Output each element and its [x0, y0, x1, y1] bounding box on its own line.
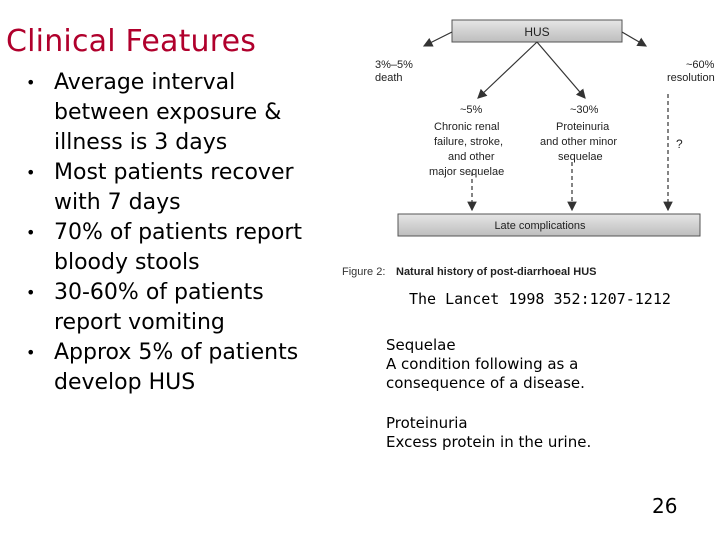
bullet-line: bloody stools: [54, 250, 200, 275]
bullet-item: • 70% of patients report bloody stools: [26, 218, 366, 278]
uncertain-mark: ?: [676, 137, 683, 151]
resolution-percent: ~60%: [686, 59, 715, 71]
renal-line: Chronic renal: [434, 121, 499, 133]
proteinuria-line: Proteinuria: [556, 121, 610, 133]
bullet-item: • Average interval between exposure & il…: [26, 68, 366, 158]
bullet-line: Average interval: [54, 70, 236, 95]
resolution-label: resolution: [667, 72, 715, 84]
proteinuria-line: and other minor: [540, 136, 617, 148]
bullet-dot-icon: •: [26, 283, 36, 302]
arrow-to-renal: [477, 41, 538, 99]
proteinuria-percent: ~30%: [570, 104, 599, 116]
definition-text: Excess protein in the urine.: [386, 433, 592, 451]
bullet-dot-icon: •: [26, 163, 36, 182]
definition-text: consequence of a disease.: [386, 374, 585, 392]
bullet-dot-icon: •: [26, 343, 36, 362]
definition-sequelae: Sequelae A condition following as a cons…: [386, 336, 585, 393]
bullet-line: between exposure &: [54, 100, 282, 125]
citation: The Lancet 1998 352:1207-1212: [409, 290, 671, 308]
definition-term: Sequelae: [386, 336, 456, 354]
death-percent: 3%–5%: [375, 59, 413, 71]
bullet-item: • Approx 5% of patients develop HUS: [26, 338, 366, 398]
hus-flow-diagram: HUS 3%–5% death ~60% resolution ~5% Chro…: [342, 19, 715, 278]
proteinuria-line: sequelae: [558, 151, 603, 163]
arrow-to-death: [422, 31, 453, 47]
bullet-line: Approx 5% of patients: [54, 340, 299, 365]
page-number: 26: [652, 494, 678, 518]
bullet-line: with 7 days: [54, 190, 181, 215]
bullet-line: develop HUS: [54, 370, 196, 395]
bullet-item: • Most patients recover with 7 days: [26, 158, 366, 218]
arrow-to-proteinuria: [536, 41, 586, 99]
bullet-line: 70% of patients report: [54, 220, 303, 245]
renal-percent: ~5%: [460, 104, 483, 116]
bullet-list: • Average interval between exposure & il…: [26, 68, 366, 398]
late-complications-box: [397, 213, 701, 237]
definition-proteinuria: Proteinuria Excess protein in the urine.: [386, 414, 591, 452]
renal-line: major sequelae: [429, 166, 504, 178]
bullet-dot-icon: •: [26, 223, 36, 242]
renal-line: and other: [448, 151, 495, 163]
figure-caption-prefix: Figure 2:: [342, 266, 385, 278]
renal-line: failure, stroke,: [434, 136, 503, 148]
bullet-dot-icon: •: [26, 73, 36, 92]
bullet-line: Most patients recover: [54, 160, 294, 185]
definition-term: Proteinuria: [386, 414, 468, 432]
definition-text: A condition following as a: [386, 355, 579, 373]
death-label: death: [375, 72, 403, 84]
bullet-item: • 30-60% of patients report vomiting: [26, 278, 366, 338]
bullet-line: illness is 3 days: [54, 130, 228, 155]
bullet-line: report vomiting: [54, 310, 225, 335]
arrow-to-resolution: [621, 31, 648, 47]
hus-box-label: HUS: [524, 25, 549, 39]
slide-title: Clinical Features: [6, 24, 257, 59]
figure-caption-text: Natural history of post-diarrhoeal HUS: [396, 266, 596, 278]
late-complications-label: Late complications: [494, 220, 586, 232]
bullet-line: 30-60% of patients: [54, 280, 264, 305]
